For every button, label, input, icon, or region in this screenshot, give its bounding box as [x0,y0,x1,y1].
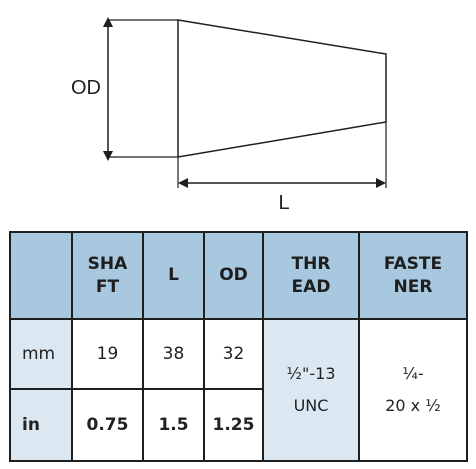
tapered-body-outline [177,19,387,158]
l-cell-in: 1.5 [142,388,205,462]
tapered-part-diagram: OD L [71,17,387,214]
header-fastener: FASTENER [358,231,468,320]
header-shaft: SHAFT [71,231,144,320]
spec-table: SHAFT L OD THREAD FASTENER mm 19 38 32 ½… [9,231,468,462]
thread-cell: ½"-13 UNC [262,318,360,462]
header-fastener-label: FASTENER [383,253,443,297]
header-thread-label: THREAD [291,253,331,297]
l-label: L [278,192,289,214]
od-arrow-bottom [103,151,113,161]
od-cell-in: 1.25 [203,388,264,462]
od-arrow-top [103,17,113,27]
shaft-cell-in: 0.75 [71,388,144,462]
header-corner [9,231,73,320]
thread-line-2: UNC [293,396,329,415]
thread-line-1: ½"-13 [286,364,336,383]
table-row-mm: mm 19 38 32 ½"-13 UNC ¼- 20 x ½ [9,318,468,462]
header-row: SHAFT L OD THREAD FASTENER [9,231,468,320]
fastener-line-2: 20 x ½ [385,396,441,415]
od-cell-mm: 32 [203,318,264,390]
header-shaft-label: SHAFT [87,253,128,297]
table-row-in: in 0.75 1.5 1.25 [9,388,467,462]
od-label: OD [71,77,101,99]
unit-cell-mm: mm [9,318,73,390]
header-l: L [142,231,205,320]
shaft-cell-mm: 19 [71,318,144,390]
l-cell-mm: 38 [142,318,205,390]
fastener-cell: ¼- 20 x ½ [358,318,468,462]
header-thread: THREAD [262,231,360,320]
l-arrow-right [376,178,386,188]
fastener-line-1: ¼- [402,364,424,383]
l-arrow-left [178,178,188,188]
unit-cell-in: in [9,388,73,462]
header-od: OD [203,231,264,320]
